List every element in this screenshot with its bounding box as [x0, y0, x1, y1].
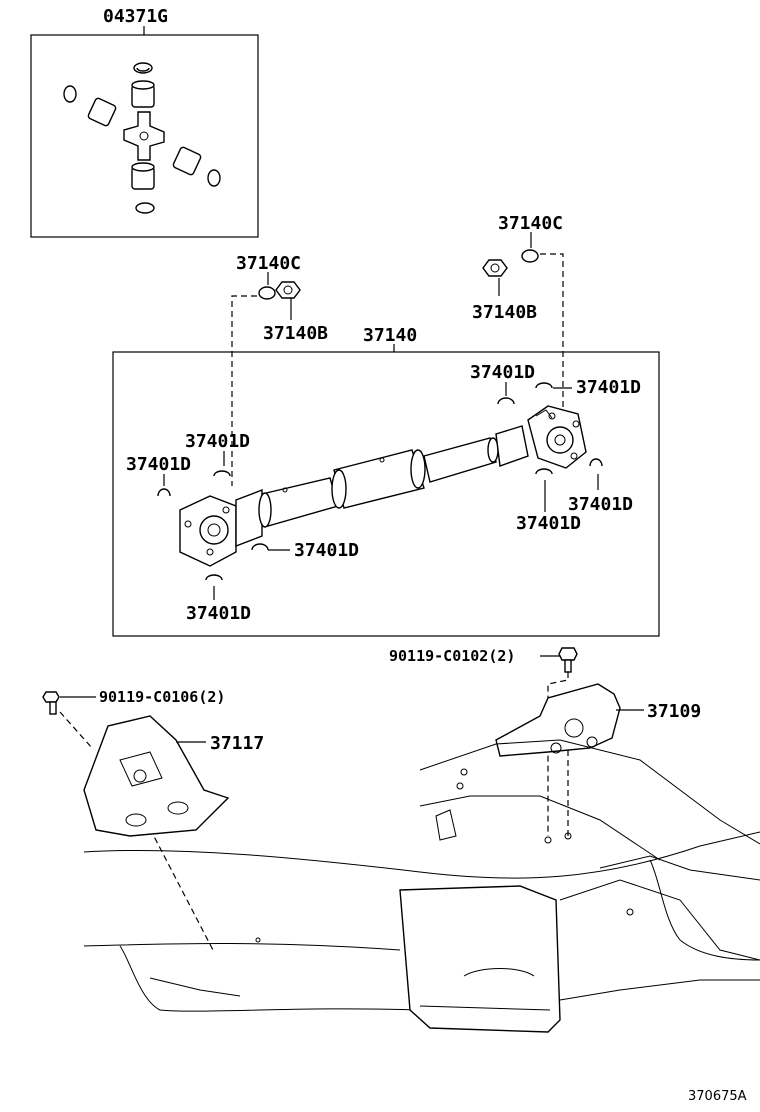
- nut-cap-right-label[interactable]: 37140C: [498, 213, 563, 234]
- clip-7-icon: [251, 543, 269, 551]
- clip-7-label[interactable]: 37401D: [294, 540, 359, 561]
- vehicle-frame-icon: [83, 739, 760, 1033]
- cap-left-icon: [258, 286, 276, 300]
- clip-1-icon: [497, 397, 515, 405]
- universal-joint-kit-group: 04371G: [30, 6, 259, 238]
- kit-label[interactable]: 04371G: [103, 6, 168, 27]
- clip-5-label[interactable]: 37401D: [185, 431, 250, 452]
- clip-5-icon: [213, 470, 231, 477]
- bolt-left-icon: [42, 691, 60, 715]
- bracket-left-group: 90119-C0106(2) 37117: [42, 688, 264, 953]
- nut-cap-left-label[interactable]: 37140C: [236, 253, 301, 274]
- clip-8-label[interactable]: 37401D: [186, 603, 251, 624]
- universal-joint-icon: [63, 62, 221, 214]
- clip-3-icon: [589, 458, 603, 467]
- clip-1-label[interactable]: 37401D: [470, 362, 535, 383]
- clip-6-label[interactable]: 37401D: [126, 454, 191, 475]
- clip-8-icon: [205, 574, 223, 581]
- nut-right-icon: [482, 259, 508, 277]
- bracket-right-label[interactable]: 37109: [647, 701, 701, 722]
- bolt-left-label[interactable]: 90119-C0106(2): [99, 688, 225, 706]
- clip-6-icon: [157, 488, 171, 497]
- reference-code: 370675A: [688, 1089, 747, 1104]
- shaft-assy-label[interactable]: 37140: [363, 325, 417, 346]
- clip-3-label[interactable]: 37401D: [568, 494, 633, 515]
- nut-right-group: 37140C 37140B: [472, 213, 564, 420]
- nut-left-label[interactable]: 37140B: [263, 323, 328, 344]
- bolt-right-icon: [558, 647, 578, 673]
- shaft-assy-box: [112, 351, 660, 637]
- bolt-right-label[interactable]: 90119-C0102(2): [389, 647, 515, 665]
- clip-2-label[interactable]: 37401D: [576, 377, 641, 398]
- clip-2-icon: [535, 382, 553, 389]
- nut-left-icon: [275, 281, 301, 299]
- bracket-right-group: 90119-C0102(2) 37109: [389, 647, 701, 836]
- cap-right-icon: [521, 249, 539, 263]
- clip-4-icon: [535, 468, 553, 475]
- bracket-right-icon: [495, 683, 621, 757]
- shaft-assembly-group: 37140: [112, 325, 660, 637]
- clip-4-label[interactable]: 37401D: [516, 513, 581, 534]
- nut-right-label[interactable]: 37140B: [472, 302, 537, 323]
- bracket-left-icon: [83, 715, 230, 837]
- propeller-shaft-icon: [179, 405, 587, 567]
- bracket-left-label[interactable]: 37117: [210, 733, 264, 754]
- nut-left-group: 37140C 37140B: [231, 253, 328, 486]
